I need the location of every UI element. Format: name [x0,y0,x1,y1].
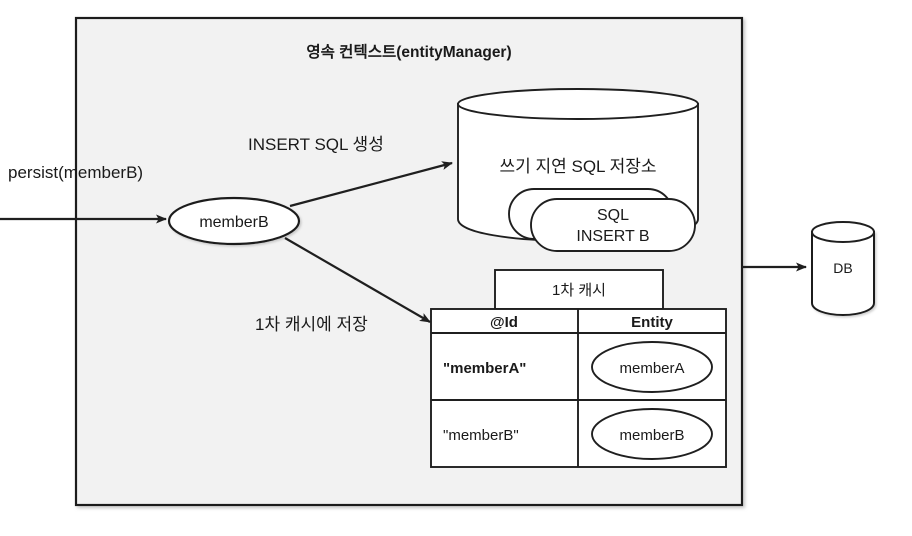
first-cache-row1-entity-shape [591,408,713,460]
persist-call-label: persist(memberB) [8,163,143,182]
first-cache-row1-id: "memberB" [443,427,519,444]
first-cache-row0-entity: memberA [619,360,684,377]
first-cache-col-entity: Entity [631,314,673,331]
sql-store-top [457,88,699,120]
first-cache-row0-id: "memberA" [443,360,526,377]
table-row: "memberA" memberA [443,341,713,393]
table-row: "memberB" memberB [443,408,713,460]
entity-node-memberb: memberB [167,196,301,246]
database-top [811,221,875,243]
sql-card-line1: SQL [597,207,629,224]
first-cache-col-id: @Id [490,314,518,331]
entity-node-shape [167,196,301,246]
entity-node-label: memberB [199,214,268,231]
sql-card-front: SQL INSERT B [530,198,696,252]
database-body [811,231,875,317]
edge-first-cache-arrow [284,237,431,323]
first-cache-row0-entity-shape [591,341,713,393]
sql-store-title: 쓰기 지연 SQL 저장소 [499,157,656,176]
database-label: DB [833,260,852,276]
sql-card-line2: INSERT B [576,228,649,245]
first-cache-title-box [494,269,664,310]
edge-insert-sql-arrow [289,161,453,208]
first-cache-table: 1차 캐시 @Id Entity "memberA" memberA "memb… [430,269,727,468]
edge-insert-sql: INSERT SQL 생성 [248,135,453,208]
sql-card-front-shape [530,198,696,252]
persist-call: persist(memberB) [0,163,167,224]
edge-insert-sql-label: INSERT SQL 생성 [248,135,384,154]
first-cache-row1-entity: memberB [619,427,684,444]
context-box-title: 영속 컨텍스트(entityManager) [306,43,511,61]
first-cache-title: 1차 캐시 [552,282,606,299]
sql-store-cylinder: 쓰기 지연 SQL 저장소 SQL INSERT B [457,88,699,252]
edge-first-cache: 1차 캐시에 저장 [255,237,431,334]
edge-first-cache-label: 1차 캐시에 저장 [255,315,368,334]
database-cylinder: DB [811,221,875,317]
